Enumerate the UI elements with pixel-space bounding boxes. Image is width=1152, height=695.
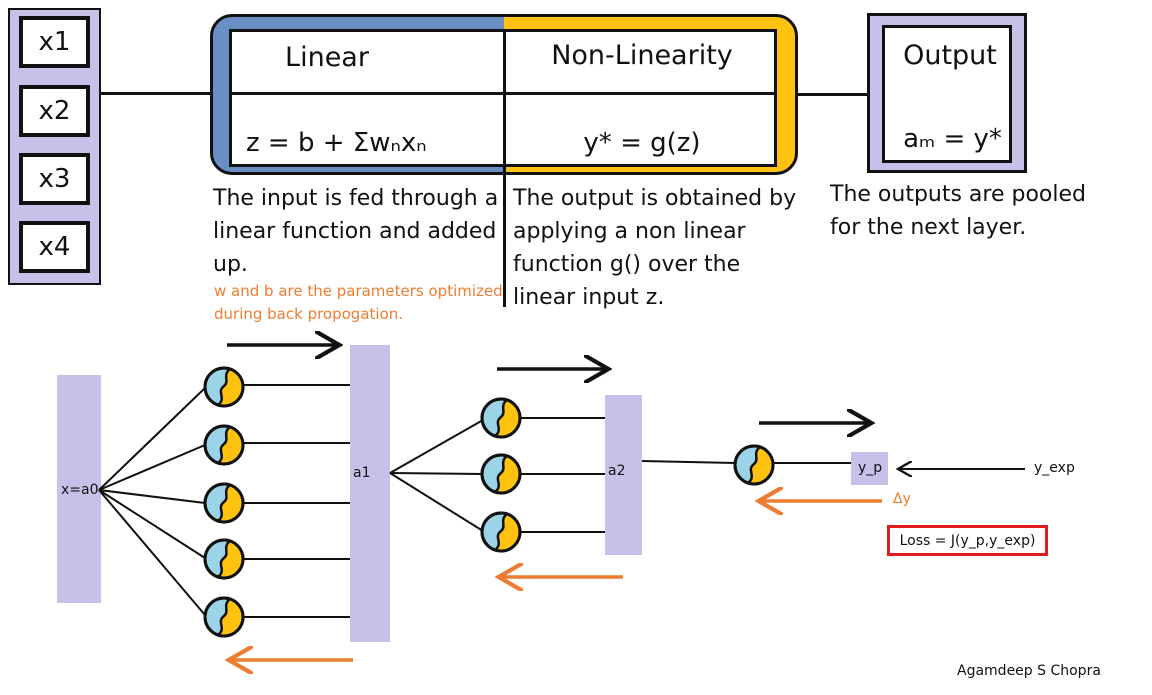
layer-a1-label: a1 [353, 465, 371, 481]
output-box [882, 25, 1012, 163]
edge-a1-m1 [389, 419, 484, 474]
neuron-icon [203, 596, 245, 638]
input-x4: x4 [19, 221, 90, 273]
edge-a0-n5 [98, 489, 206, 616]
edge-a0-n3 [98, 489, 206, 504]
nonlinear-equation: y* = g(z) [583, 128, 701, 158]
layer-a0-label: x=a0 [61, 482, 99, 498]
layer-a2-label: a2 [608, 463, 626, 479]
loss-box: Loss = J(y_p,y_exp) [887, 525, 1048, 556]
linear-equation: z = b + Σwₙxₙ [246, 128, 427, 158]
author-credit: Agamdeep S Chopra [957, 663, 1101, 679]
input-x2: x2 [19, 85, 90, 137]
neuron-icon [480, 397, 522, 439]
loss-label: Loss = J(y_p,y_exp) [899, 532, 1036, 549]
neuron-icon [203, 482, 245, 524]
output-header: Output [903, 40, 997, 71]
linear-header: Linear [285, 42, 369, 73]
edge-a2-out [641, 460, 736, 464]
parameters-note: w and b are the parameters optimized dur… [214, 282, 503, 323]
neuron-icon [733, 444, 775, 486]
prediction-box [851, 452, 888, 485]
linear-description: The input is fed through a linear functi… [213, 186, 499, 277]
nonlinearity-header: Non-Linearity [551, 40, 733, 71]
edge-a0-n2 [98, 444, 206, 491]
neuron-icon [203, 538, 245, 580]
output-equation: aₘ = y* [903, 124, 1002, 154]
edge-a0-n1 [98, 387, 206, 491]
neuron-icon [480, 511, 522, 553]
edge-a1-m2 [389, 472, 484, 475]
neuron-column-divider [503, 29, 506, 307]
layer-a1-bar [350, 345, 390, 642]
edge-a1-m3 [389, 472, 484, 532]
layer-a0-bar [57, 375, 101, 603]
connector-input-neuron [101, 92, 212, 95]
neuron-icon [203, 424, 245, 466]
connector-neuron-output [797, 93, 868, 96]
expected-label: y_exp [1034, 460, 1075, 476]
layer-a2-bar [605, 395, 642, 555]
input-column: x1 x2 x3 x4 [8, 8, 101, 285]
input-x1: x1 [19, 16, 90, 68]
input-x3: x3 [19, 153, 90, 205]
edge-a0-n4 [98, 489, 206, 559]
neuron-icon [203, 366, 245, 408]
output-description: The outputs are pooled for the next laye… [830, 182, 1086, 240]
prediction-label: y_p [858, 460, 883, 476]
nonlinear-description: The output is obtained by applying a non… [513, 186, 797, 310]
delta-label: Δy [893, 491, 911, 507]
neuron-icon [480, 453, 522, 495]
